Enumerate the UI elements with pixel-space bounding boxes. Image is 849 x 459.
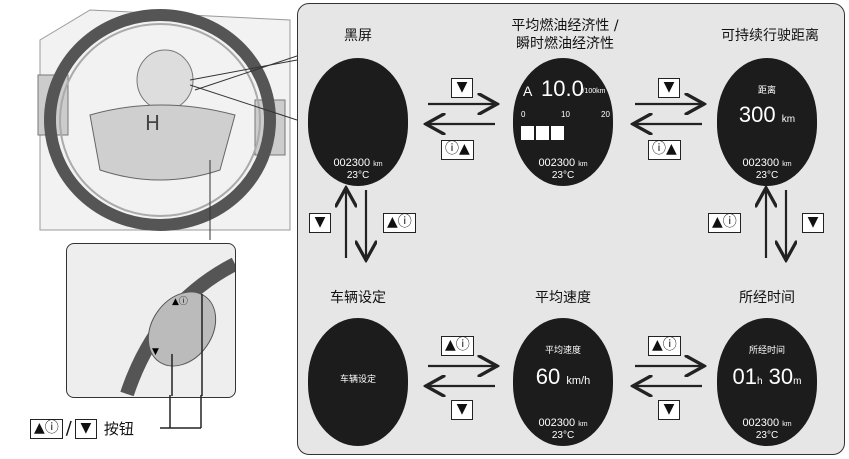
speed-unit: km/h [566, 375, 591, 387]
scale-10: 10 [561, 110, 570, 119]
range-value: 300 [738, 102, 776, 127]
fuel-value: 10.0 [541, 76, 584, 101]
up-info-button: ▲ⓘ [648, 336, 681, 356]
down-button: ▼ [451, 400, 473, 420]
down-button: ▼ [802, 213, 824, 233]
title-range: 可持续行驶距离 [721, 28, 819, 44]
up-info-button: ▲ⓘ [708, 213, 741, 233]
time-hours: 01 [732, 364, 757, 389]
fuel-bar [521, 126, 565, 140]
time-label: 所经时间 [748, 346, 785, 356]
svg-text:▼: ▼ [152, 347, 159, 357]
speed-value: 60 [535, 364, 561, 389]
button-legend: ▲ⓘ / ▼ 按钮 [30, 418, 134, 439]
callout-line [190, 59, 298, 121]
button-closeup: ▲ⓘ ▼ [66, 243, 239, 398]
steering-wheel-icon: H [37, 9, 301, 245]
steering-buttons-icon: ▲ⓘ ▼ [120, 257, 239, 397]
time-minutes: 30 [768, 364, 794, 389]
temperature: 23°C [551, 170, 575, 181]
scale-20: 20 [601, 110, 610, 119]
title-speed: 平均速度 [535, 290, 591, 306]
down-button: ▼ [658, 400, 680, 420]
temperature: 23°C [755, 170, 779, 181]
odometer: 002300 km [742, 417, 792, 429]
title-time: 所经时间 [739, 290, 795, 306]
legend-label: 按钮 [103, 420, 134, 438]
temperature: 23°C [755, 430, 779, 441]
scale-0: 0 [521, 110, 526, 119]
title-fuel-1: 平均燃油经济性 / [511, 18, 619, 34]
svg-text:▲ⓘ: ▲ⓘ [172, 296, 188, 307]
title-blank: 黑屏 [344, 28, 372, 44]
info-up-button: ⓘ▲ [648, 140, 681, 160]
temperature: 23°C [551, 430, 575, 441]
up-info-button-icon: ▲ⓘ [30, 418, 63, 439]
range-unit: km [781, 114, 796, 125]
display-settings: 车辆设定 [308, 318, 408, 446]
fuel-mode: A [523, 83, 533, 99]
display-range: 距离 300 km 002300 km 23°C [717, 58, 817, 186]
down-button: ▼ [451, 78, 473, 98]
svg-text:H: H [145, 111, 160, 135]
temperature: 23°C [346, 170, 370, 181]
info-up-button: ⓘ▲ [441, 140, 474, 160]
slash: / [65, 418, 72, 439]
steering-wheel-illustration: H [0, 0, 301, 245]
minutes-unit: m [793, 376, 802, 387]
fuel-unit: l/100km [581, 88, 606, 95]
settings-label: 车辆设定 [339, 375, 376, 385]
range-label: 距离 [757, 86, 776, 96]
speed-label: 平均速度 [544, 346, 581, 356]
display-blank: 002300 km 23°C [308, 58, 408, 186]
down-button-icon: ▼ [74, 418, 97, 439]
odometer: 002300 km [538, 157, 588, 169]
hours-unit: h [756, 376, 763, 387]
odometer: 002300 km [742, 157, 792, 169]
title-fuel-2: 瞬时燃油经济性 [516, 36, 614, 52]
down-button: ▼ [309, 213, 331, 233]
up-info-button: ▲ⓘ [383, 213, 416, 233]
title-settings: 车辆设定 [330, 290, 386, 306]
up-info-button: ▲ⓘ [441, 336, 474, 356]
legend-leader-lines [160, 395, 202, 429]
display-time: 所经时间 01h 30m 002300 km 23°C [717, 318, 817, 446]
display-speed: 平均速度 60 km/h 002300 km 23°C [513, 318, 613, 446]
odometer: 002300 km [333, 157, 383, 169]
down-button: ▼ [658, 78, 680, 98]
odometer: 002300 km [538, 417, 588, 429]
display-fuel: A 10.0 l/100km 0 10 20 002300 km 23°C [513, 58, 613, 186]
